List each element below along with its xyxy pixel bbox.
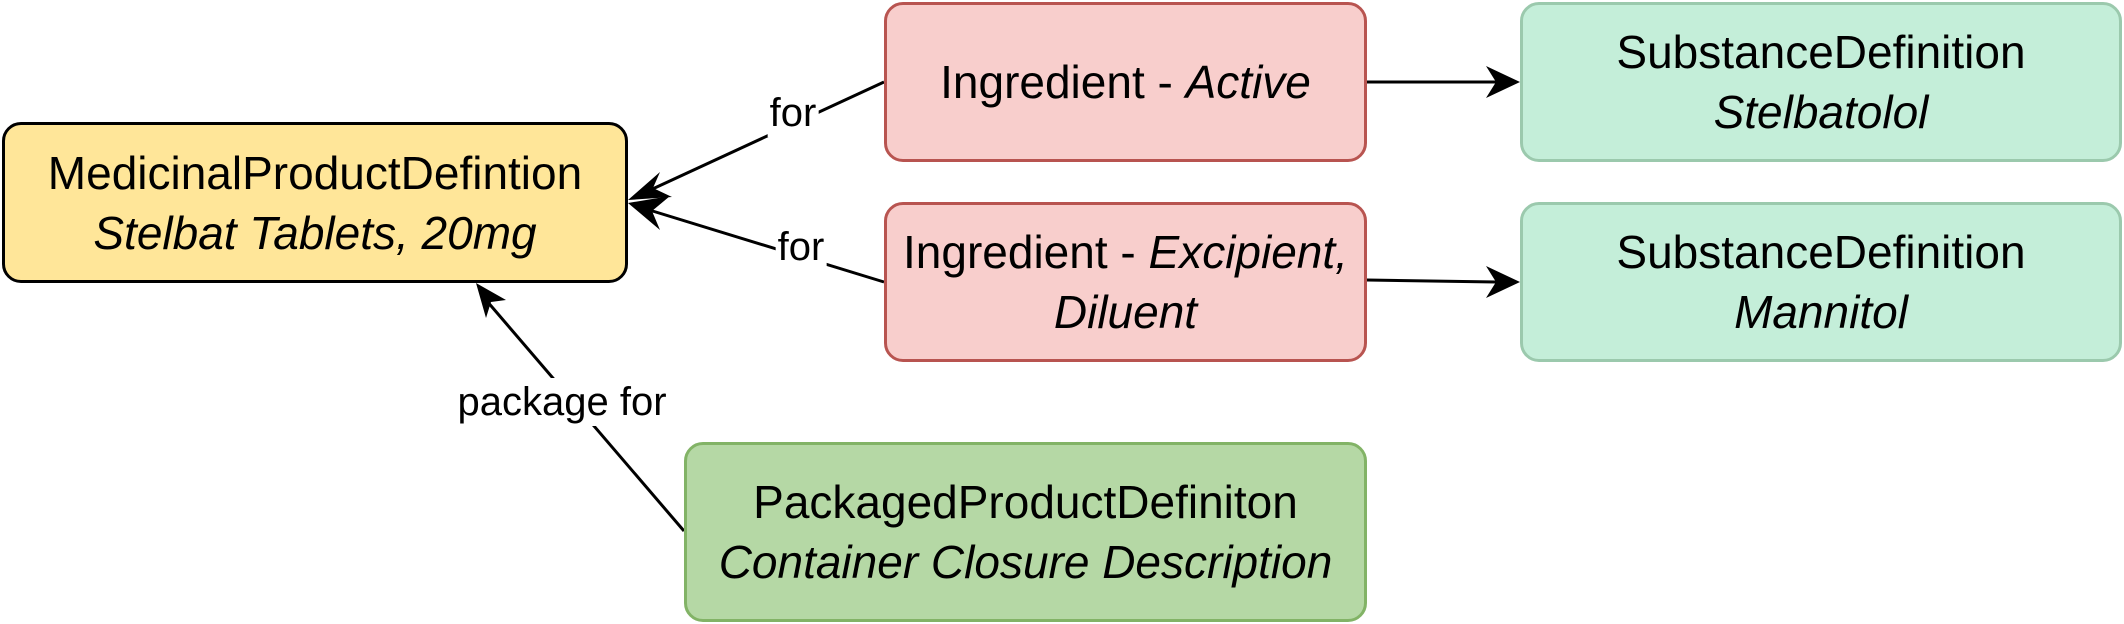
ingredient-active-node[interactable]: Ingredient - Active (884, 2, 1367, 162)
edge-label-package-for: package for (455, 378, 669, 426)
medicinal-product-type: MedicinalProductDefintion (47, 146, 583, 199)
substance-stelbatolol-name: Stelbatolol (1713, 86, 1929, 138)
substance-stelbatolol-type: SubstanceDefinition (1616, 26, 2026, 78)
arrowhead-active-to-product (628, 172, 672, 200)
ingredient-excipient-line1: Ingredient - Excipient, (903, 222, 1348, 282)
edge-excipient-to-product (645, 207, 885, 284)
arrowhead-active-to-substance (1486, 66, 1520, 98)
packaged-product-type: PackagedProductDefiniton (753, 476, 1298, 528)
ingredient-active-role: Active (1185, 56, 1311, 108)
arrowhead-excipient-to-substance (1486, 266, 1520, 298)
substance-mannitol-name: Mannitol (1734, 286, 1908, 338)
edge-excipient-to-substance (1366, 278, 1497, 284)
ingredient-excipient-node[interactable]: Ingredient - Excipient, Diluent (884, 202, 1367, 362)
edge-label-excipient-for: for (775, 223, 827, 271)
substance-mannitol-type: SubstanceDefinition (1616, 226, 2026, 278)
ingredient-excipient-type: Ingredient - (903, 226, 1149, 278)
edge-active-to-product (645, 80, 885, 194)
ingredient-active-line: Ingredient - Active (940, 52, 1311, 112)
packaged-product-node[interactable]: PackagedProductDefiniton Container Closu… (684, 442, 1367, 622)
arrowhead-package-to-product (476, 283, 506, 318)
arrowhead-excipient-to-product (628, 196, 670, 230)
ingredient-excipient-role-2: Diluent (1053, 286, 1198, 338)
packaged-product-name: Container Closure Description (718, 536, 1333, 588)
substance-mannitol-node[interactable]: SubstanceDefinition Mannitol (1520, 202, 2122, 362)
substance-stelbatolol-node[interactable]: SubstanceDefinition Stelbatolol (1520, 2, 2122, 162)
edge-label-active-for: for (767, 89, 819, 137)
ingredient-active-type: Ingredient - (940, 56, 1186, 108)
ingredient-excipient-role-1: Excipient, (1148, 226, 1348, 278)
medicinal-product-name: Stelbat Tablets, 20mg (93, 206, 537, 259)
medicinal-product-node[interactable]: MedicinalProductDefintion Stelbat Tablet… (2, 122, 628, 283)
